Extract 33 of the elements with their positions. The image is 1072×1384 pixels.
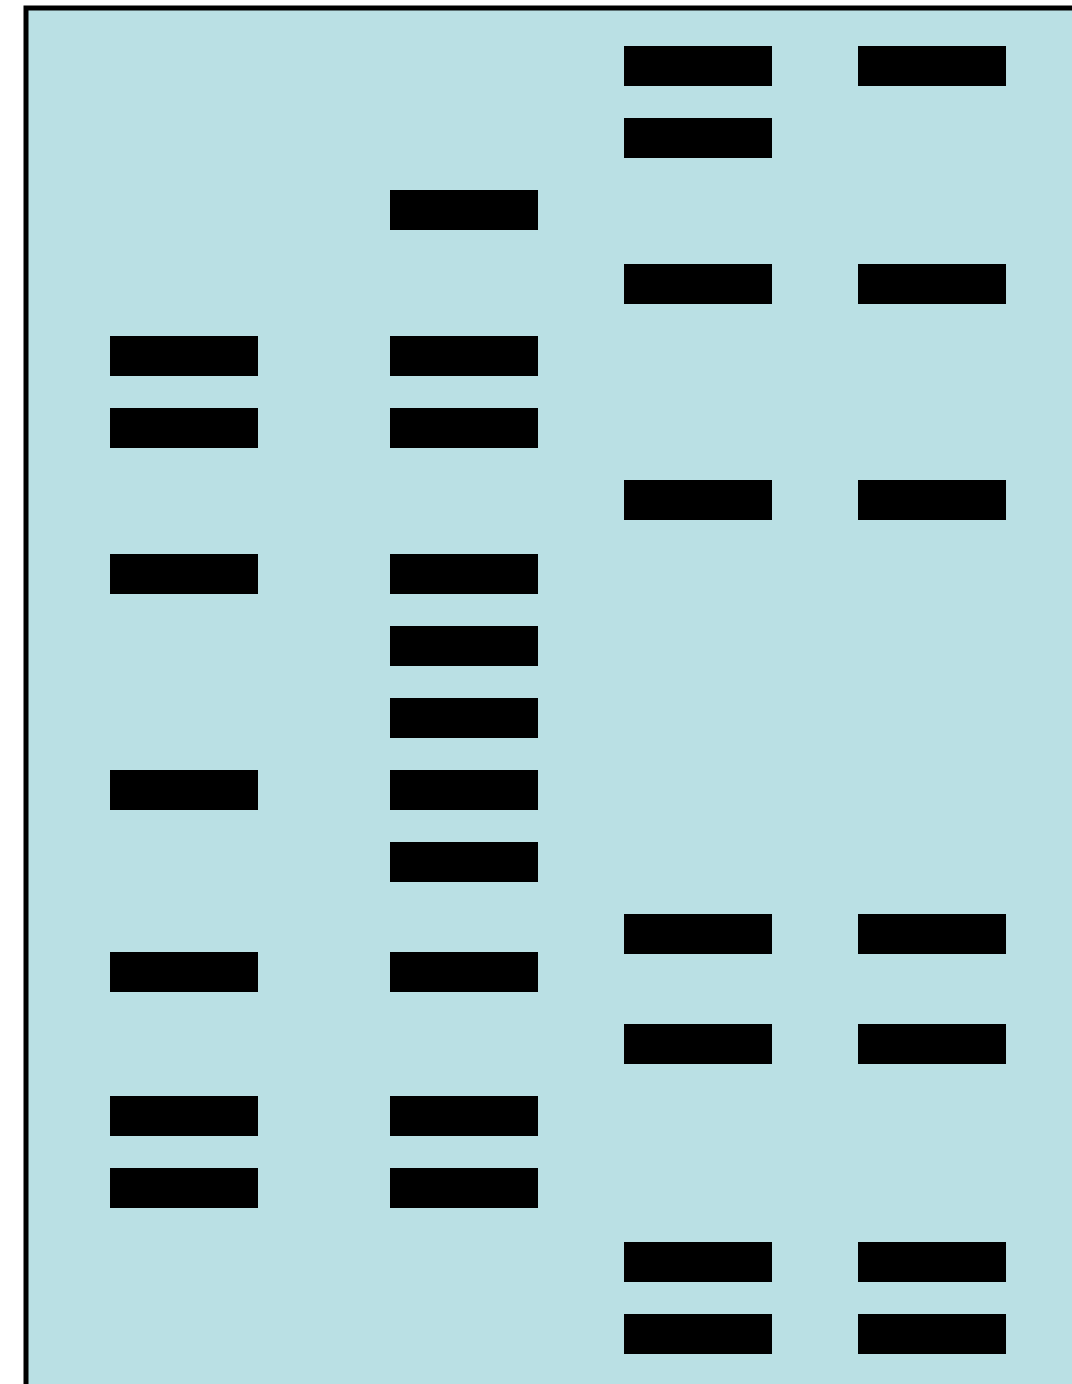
gel-band	[110, 770, 258, 810]
gel-band	[110, 952, 258, 992]
gel-band	[858, 264, 1006, 304]
gel-band	[624, 46, 772, 86]
gel-band	[390, 1096, 538, 1136]
gel-band	[110, 554, 258, 594]
gel-band	[390, 952, 538, 992]
gel-band	[390, 770, 538, 810]
gel-band	[858, 1242, 1006, 1282]
gel-band	[624, 1314, 772, 1354]
gel-band	[858, 46, 1006, 86]
gel-band	[390, 336, 538, 376]
gel-band	[624, 914, 772, 954]
gel-band	[858, 914, 1006, 954]
gel-band	[110, 1168, 258, 1208]
gel-band	[624, 118, 772, 158]
gel-band	[390, 626, 538, 666]
gel-band	[624, 1024, 772, 1064]
gel-band	[624, 480, 772, 520]
gel-band	[858, 480, 1006, 520]
gel-band	[390, 1168, 538, 1208]
gel-band	[858, 1024, 1006, 1064]
gel-band	[390, 190, 538, 230]
gel-band	[390, 408, 538, 448]
gel-band	[110, 336, 258, 376]
gel-band	[110, 408, 258, 448]
gel-band	[110, 1096, 258, 1136]
gel-band	[390, 842, 538, 882]
gel-band	[624, 264, 772, 304]
gel-band	[390, 698, 538, 738]
gel-band	[624, 1242, 772, 1282]
gel-band	[858, 1314, 1006, 1354]
gel-band	[390, 554, 538, 594]
